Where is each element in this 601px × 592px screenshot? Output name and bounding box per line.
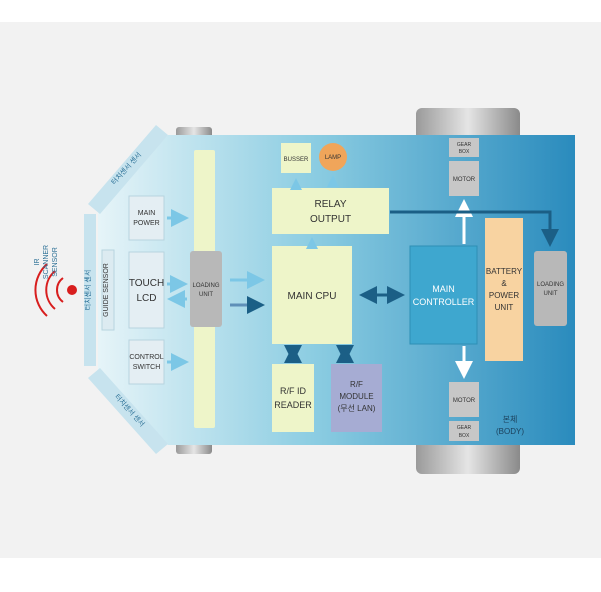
loading-unit-left-label-1: LOADING — [192, 283, 219, 289]
battery-label-1: BATTERY — [486, 267, 523, 276]
relay-output-label-2: OUTPUT — [310, 214, 351, 225]
block-control-switch: CONTROL SWITCH — [128, 339, 165, 385]
gear-box-bottom-label-1: GEAR — [457, 425, 472, 431]
body-label-english: (BODY) — [496, 427, 524, 436]
block-rf-module: R/F MODULE (무선 LAN) — [331, 364, 382, 432]
block-rf-id-reader: R/F ID READER — [272, 364, 314, 432]
sensor-strip-middle: 터치센서 센서 — [83, 214, 96, 366]
main-controller-label-1: MAIN — [432, 284, 455, 294]
ir-signal-wave-1 — [56, 277, 64, 303]
loading-unit-left-label-2: UNIT — [199, 292, 213, 298]
touch-lcd-label-2: LCD — [136, 293, 156, 304]
battery-label-3: POWER — [489, 291, 519, 300]
rf-module-label-2: MODULE — [339, 392, 373, 401]
ir-scanner-label-3: SENSOR — [52, 247, 59, 277]
gear-box-top-label-2: BOX — [459, 149, 470, 155]
block-main-cpu: MAIN CPU — [272, 246, 352, 344]
gear-box-top-label-1: GEAR — [457, 142, 472, 148]
ir-signal-wave-2 — [45, 270, 56, 310]
block-motor-bottom: MOTOR — [449, 382, 479, 417]
lamp-label: LAMP — [325, 155, 341, 161]
block-lamp: LAMP — [319, 143, 347, 171]
motor-top-label: MOTOR — [453, 177, 476, 183]
ir-signal-wave-3 — [34, 263, 48, 317]
busser-label: BUSSER — [284, 157, 309, 163]
control-switch-label-2: SWITCH — [133, 364, 161, 371]
guide-sensor-label: GUIDE SENSOR — [103, 263, 110, 317]
body-label-korean: 본체 — [503, 414, 518, 424]
rf-id-reader-label-1: R/F ID — [280, 386, 306, 396]
block-battery-power-unit: BATTERY & POWER UNIT — [485, 218, 523, 361]
block-gear-box-top: GEAR BOX — [449, 138, 479, 157]
ir-scanner-label-2: SCANNER — [43, 245, 50, 279]
block-main-power: MAIN POWER — [128, 195, 165, 241]
loading-unit-right-label-1: LOADING — [537, 282, 564, 288]
control-switch-label-1: CONTROL — [129, 354, 163, 361]
main-cpu-label: MAIN CPU — [288, 291, 337, 302]
connector-arrows — [167, 175, 559, 379]
block-loading-unit-right: LOADING UNIT — [534, 251, 567, 326]
block-loading-unit-left: LOADING UNIT — [190, 251, 222, 327]
battery-label-2: & — [501, 279, 507, 288]
ir-signal-dot — [67, 285, 77, 295]
sensor-mid-label: 터치센서 센서 — [83, 270, 92, 311]
block-touch-lcd: TOUCH LCD — [128, 251, 165, 329]
ir-scanner: IR SCANNER SENSOR — [34, 245, 77, 317]
motor-bottom-label: MOTOR — [453, 398, 476, 404]
arrow-relay-to-loading-right — [390, 210, 559, 247]
block-guide-sensor: GUIDE SENSOR — [101, 249, 115, 331]
wheel-bottom-right — [416, 438, 520, 474]
block-busser: BUSSER — [281, 143, 311, 173]
main-power-label-1: MAIN — [138, 210, 156, 217]
block-main-controller: MAIN CONTROLLER — [409, 245, 478, 345]
rf-module-label-1: R/F — [350, 380, 363, 389]
battery-label-4: UNIT — [495, 303, 514, 312]
wheel-top-right — [416, 108, 520, 142]
touch-lcd-label-1: TOUCH — [129, 278, 164, 289]
relay-output-label-1: RELAY — [314, 199, 346, 210]
gear-box-bottom-label-2: BOX — [459, 433, 470, 439]
main-controller-label-2: CONTROLLER — [413, 297, 475, 307]
block-relay-output: RELAY OUTPUT — [272, 188, 389, 234]
rf-module-label-3: (무선 LAN) — [338, 404, 376, 413]
block-gear-box-bottom: GEAR BOX — [449, 421, 479, 441]
main-power-label-2: POWER — [133, 220, 159, 227]
rf-id-reader-label-2: READER — [274, 400, 312, 410]
ir-scanner-label-1: IR — [34, 259, 41, 266]
loading-unit-right-label-2: UNIT — [544, 291, 558, 297]
block-motor-top: MOTOR — [449, 161, 479, 196]
